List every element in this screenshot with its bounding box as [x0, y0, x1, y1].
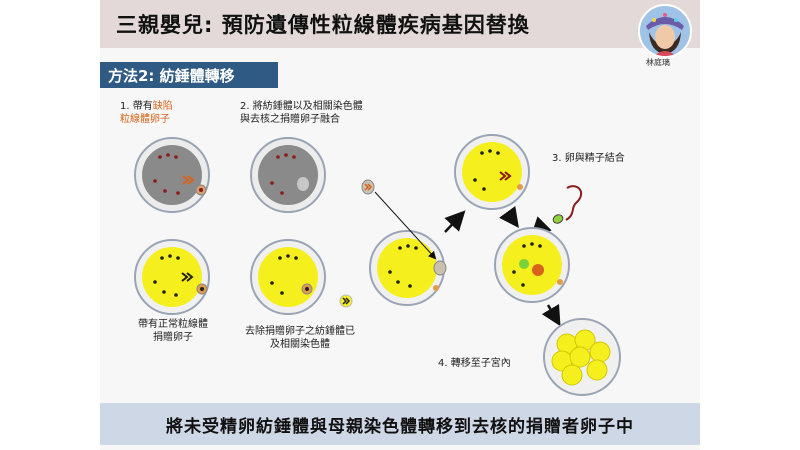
fusion-arrow	[374, 191, 437, 260]
donor-egg	[134, 239, 210, 315]
removed-line2: 及相關染色體	[270, 339, 330, 350]
step2-line1: 2. 將紡錘體以及相關染色體	[240, 101, 363, 112]
step2-label: 2. 將紡錘體以及相關染色體 與去核之捐贈卵子融合	[240, 100, 363, 126]
spindle-transfer-diagram	[134, 134, 621, 396]
isolated-spindle	[361, 179, 375, 195]
reconstructed-egg	[454, 134, 530, 210]
slide: 三親嬰兒: 預防遺傳性粒線體疾病基因替換 林庭璃 方法2: 紡錘體轉移	[100, 0, 700, 450]
author-name: 林庭璃	[646, 58, 670, 67]
page-title: 三親嬰兒: 預防遺傳性粒線體疾病基因替換	[116, 13, 530, 37]
title-bar: 三親嬰兒: 預防遺傳性粒線體疾病基因替換	[100, 0, 700, 58]
sperm	[552, 185, 583, 224]
enucleated-donor-egg	[250, 239, 326, 315]
section-title: 方法2: 紡錘體轉移	[108, 67, 235, 85]
donor-line2: 捐贈卵子	[153, 332, 193, 343]
avatar	[638, 4, 692, 58]
step4-label: 4. 轉移至子宮內	[438, 358, 511, 369]
step3-label: 3. 卵與精子結合	[552, 153, 625, 164]
step1-label: 1. 帶有缺陷 粒線體卵子	[120, 100, 173, 126]
donor-line1: 帶有正常粒線體	[138, 319, 208, 330]
step1-prefix: 1. 帶有	[120, 101, 153, 112]
removed-donor-spindle	[339, 294, 353, 308]
enucleated-defective-egg	[250, 137, 326, 213]
fusion-egg	[369, 230, 447, 306]
arrow-up	[444, 210, 466, 233]
bottom-caption: 將未受精卵紡錘體與母親染色體轉移到去核的捐贈者卵子中	[166, 417, 634, 437]
defective-egg	[134, 137, 210, 213]
removed-spindle-label: 去除捐贈卵子之紡錘體已 及相關染色體	[236, 325, 364, 351]
removed-line1: 去除捐贈卵子之紡錘體已	[245, 326, 355, 337]
bottom-bar: 將未受精卵紡錘體與母親染色體轉移到去核的捐贈者卵子中	[100, 403, 700, 445]
step2-line2: 與去核之捐贈卵子融合	[240, 114, 340, 125]
donor-egg-label: 帶有正常粒線體 捐贈卵子	[130, 318, 216, 344]
arrow-cleavage	[541, 304, 561, 327]
embryo	[543, 318, 621, 396]
fertilized-egg	[494, 227, 570, 303]
arrow-down	[499, 205, 519, 229]
step1-highlight-b: 粒線體卵子	[120, 114, 170, 125]
step1-highlight-a: 缺陷	[152, 101, 173, 112]
section-badge: 方法2: 紡錘體轉移	[100, 62, 278, 88]
